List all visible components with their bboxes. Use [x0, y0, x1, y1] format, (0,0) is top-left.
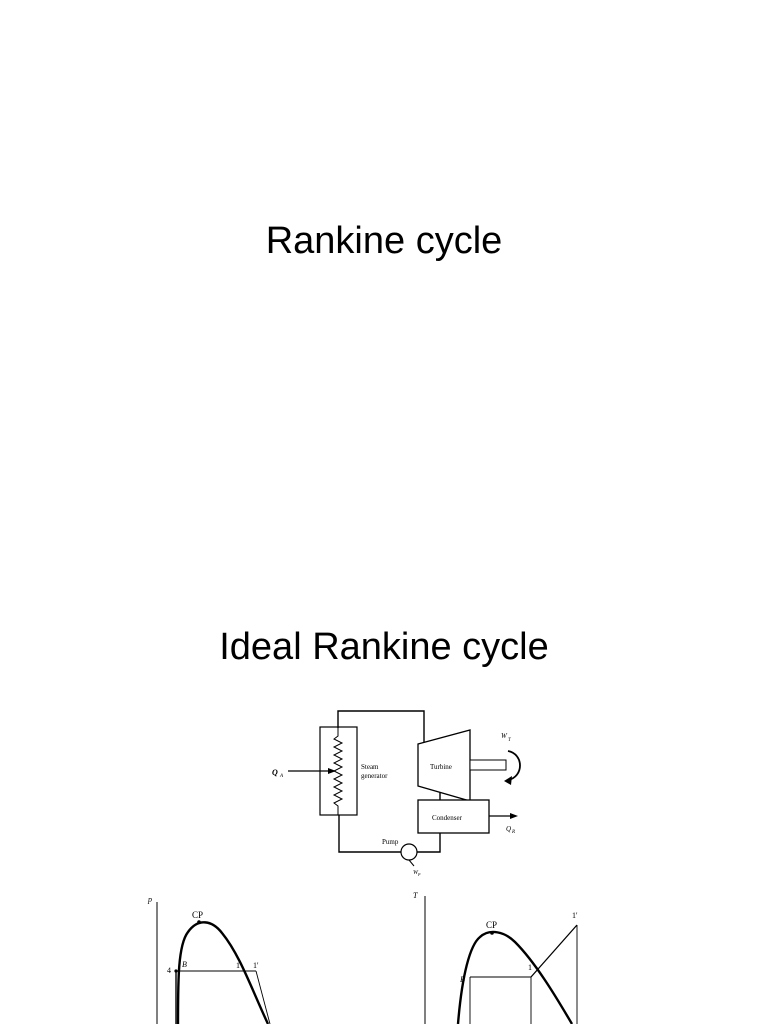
slide-title-rankine-cycle: Rankine cycle: [265, 220, 503, 262]
pump-work-label: W: [413, 870, 419, 876]
heat-out-subscript: R: [511, 830, 515, 835]
heat-out-arrow-icon: [510, 813, 518, 819]
heat-in-arrow-icon: [328, 768, 336, 774]
heat-out-label: Q: [506, 825, 511, 833]
turbine-work-label: W: [501, 732, 508, 740]
pv-point-1: 1: [236, 961, 240, 970]
heat-in-subscript: A: [279, 774, 284, 779]
ts-saturation-dome: [456, 930, 574, 1024]
ts-point-b: B: [460, 975, 465, 984]
ts-point-1-prime: 1': [572, 911, 578, 920]
pv-point-1-prime: 1': [253, 961, 259, 970]
condenser-label: Condenser: [432, 814, 463, 822]
condenser-box: [417, 799, 490, 834]
pump-label: Pump: [382, 838, 399, 846]
ts-critical-point-label: CP: [486, 920, 497, 930]
steam-generator-label: Steam: [361, 763, 379, 771]
pump-work-subscript: P: [417, 872, 421, 877]
pv-point-4: 4: [167, 966, 171, 975]
pv-saturation-dome: [176, 921, 270, 1024]
turbine-work-subscript: T: [508, 738, 512, 743]
turbine-shaft: [469, 759, 507, 771]
pv-point-b: B: [182, 960, 187, 969]
ts-point-1: 1: [528, 963, 532, 972]
steam-generator-label-2: generator: [361, 772, 388, 780]
pv-critical-point-marker: [197, 920, 201, 924]
pv-critical-point-label: CP: [192, 910, 203, 920]
turbine-label: Turbine: [430, 763, 452, 771]
slide-title-ideal-rankine-cycle: Ideal Rankine cycle: [219, 626, 549, 668]
heat-in-label: Q: [272, 768, 278, 777]
ts-critical-point-marker: [490, 931, 494, 935]
ts-y-axis-label: T: [413, 891, 418, 900]
pv-y-axis-label: p: [147, 895, 152, 904]
